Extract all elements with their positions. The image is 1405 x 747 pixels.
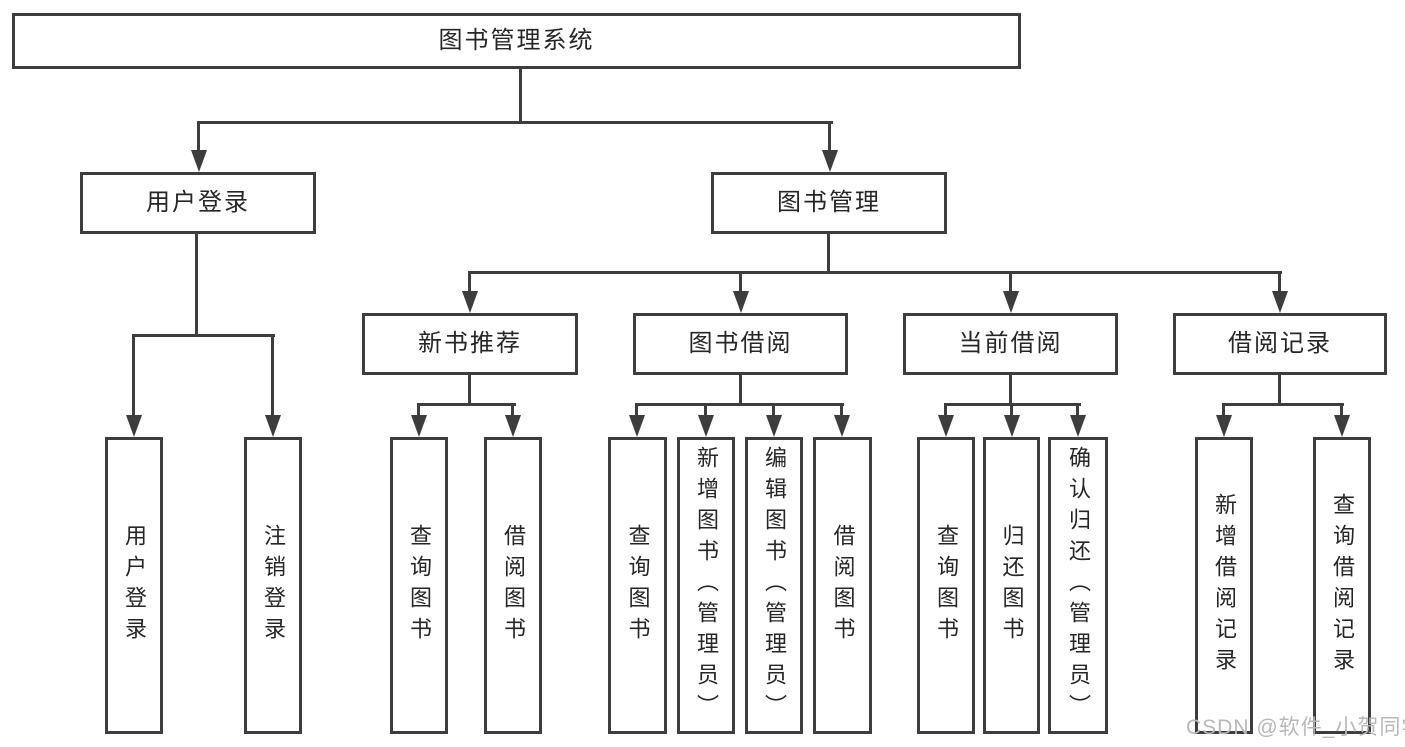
connector-line xyxy=(511,403,514,417)
connector-arrowhead-down xyxy=(938,415,954,437)
node-book-management: 图书管理 xyxy=(711,172,947,234)
connector-line xyxy=(944,403,947,417)
connector-line xyxy=(1222,403,1225,417)
connector-line xyxy=(704,403,707,417)
connector-arrowhead-down xyxy=(411,415,427,437)
leaf-add-book-admin: 新增图书（管理员） xyxy=(677,437,735,734)
connector-line xyxy=(1278,271,1281,294)
leaf-query-books-borrowing: 查询图书 xyxy=(608,437,667,734)
connector-arrowhead-down xyxy=(1334,415,1350,437)
connector-line xyxy=(519,66,522,124)
connector-line xyxy=(271,334,274,418)
leaf-borrow-books-borrowing: 借阅图书 xyxy=(813,437,872,734)
connector-arrowhead-down xyxy=(1004,415,1020,437)
connector-line xyxy=(828,121,831,153)
connector-arrowhead-down xyxy=(698,415,714,437)
connector-arrowhead-down xyxy=(126,415,142,437)
connector-line xyxy=(635,403,844,406)
connector-line xyxy=(132,334,275,337)
connector-line xyxy=(1222,403,1344,406)
connector-line xyxy=(635,403,638,417)
csdn-watermark: CSDN @软件_小贺同学 xyxy=(1186,716,1405,739)
leaf-return-book: 归还图书 xyxy=(983,437,1040,734)
node-book-borrowing: 图书借阅 xyxy=(633,313,848,375)
connector-line xyxy=(1009,271,1012,294)
connector-line xyxy=(197,121,833,124)
connector-arrowhead-down xyxy=(1003,291,1019,313)
connector-arrowhead-down xyxy=(265,415,281,437)
connector-line xyxy=(197,121,200,153)
connector-arrowhead-down xyxy=(505,415,521,437)
leaf-user-login: 用户登录 xyxy=(105,437,163,734)
connector-arrowhead-down xyxy=(766,415,782,437)
connector-arrowhead-down xyxy=(462,291,478,313)
leaf-query-borrow-record: 查询借阅记录 xyxy=(1313,437,1371,734)
connector-line xyxy=(1010,403,1013,417)
connector-line xyxy=(132,334,135,418)
leaf-query-books-current: 查询图书 xyxy=(917,437,975,734)
connector-arrowhead-down xyxy=(1216,415,1232,437)
node-new-book-recommend: 新书推荐 xyxy=(362,313,578,375)
connector-line xyxy=(739,271,742,294)
connector-arrowhead-down xyxy=(191,150,207,172)
connector-arrowhead-down xyxy=(733,291,749,313)
node-root-library-system: 图书管理系统 xyxy=(12,13,1021,69)
connector-line xyxy=(195,231,198,336)
leaf-confirm-return-admin: 确认归还（管理员） xyxy=(1048,437,1108,734)
connector-line xyxy=(739,372,742,406)
connector-arrowhead-down xyxy=(1070,415,1086,437)
connector-arrowhead-down xyxy=(1272,291,1288,313)
leaf-add-borrow-record: 新增借阅记录 xyxy=(1195,437,1253,734)
leaf-borrow-books-recommend: 借阅图书 xyxy=(484,437,542,734)
connector-line xyxy=(840,403,843,417)
connector-arrowhead-down xyxy=(822,150,838,172)
leaf-query-books-recommend: 查询图书 xyxy=(390,437,448,734)
leaf-logout: 注销登录 xyxy=(244,437,302,734)
connector-line xyxy=(1009,372,1012,406)
connector-line xyxy=(468,372,471,406)
connector-line xyxy=(468,271,1282,274)
connector-line xyxy=(1340,403,1343,417)
leaf-edit-book-admin: 编辑图书（管理员） xyxy=(745,437,803,734)
connector-arrowhead-down xyxy=(629,415,645,437)
connector-line xyxy=(1076,403,1079,417)
connector-line xyxy=(468,271,471,294)
connector-arrowhead-down xyxy=(834,415,850,437)
node-borrowing-records: 借阅记录 xyxy=(1173,313,1387,375)
node-current-borrowing: 当前借阅 xyxy=(903,313,1118,375)
connector-line xyxy=(417,403,516,406)
connector-line xyxy=(1278,372,1281,406)
connector-line xyxy=(417,403,420,417)
node-user-login: 用户登录 xyxy=(80,172,316,234)
connector-line xyxy=(772,403,775,417)
connector-line xyxy=(827,231,830,274)
